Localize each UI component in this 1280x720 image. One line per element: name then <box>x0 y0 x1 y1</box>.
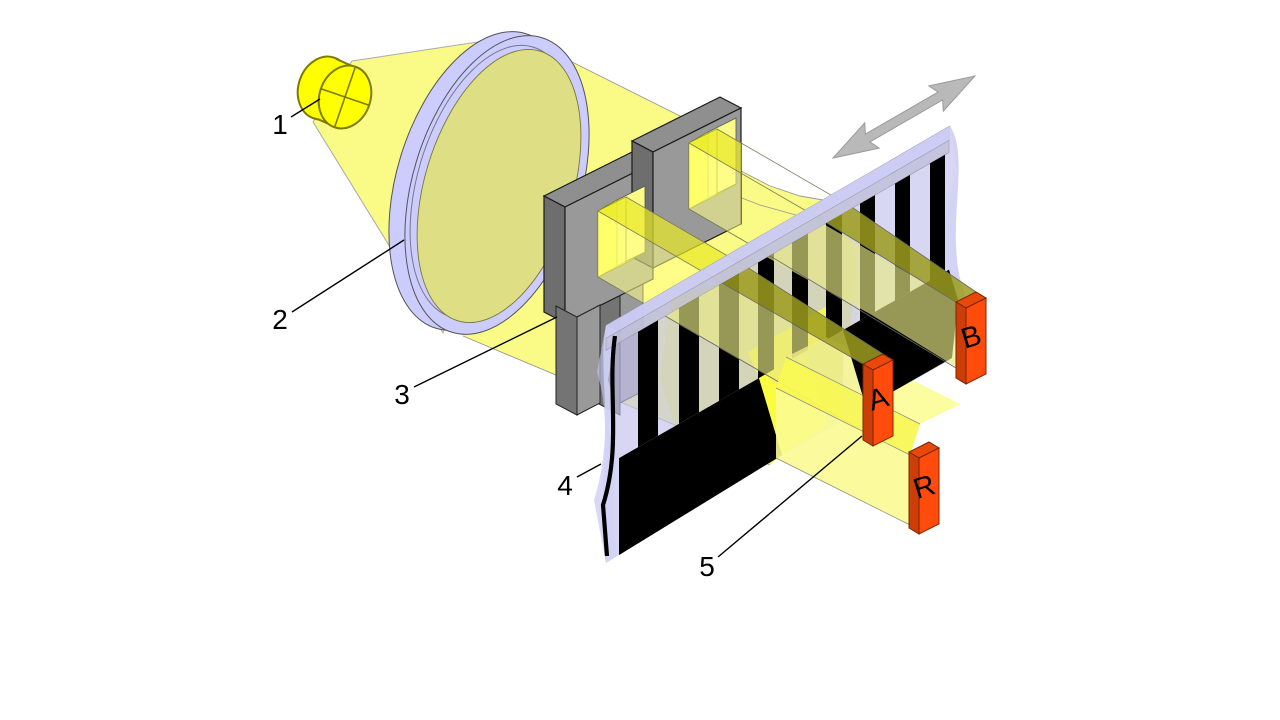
svg-text:4: 4 <box>557 470 573 501</box>
svg-text:2: 2 <box>272 304 288 335</box>
svg-text:1: 1 <box>272 109 288 140</box>
svg-text:3: 3 <box>394 379 410 410</box>
svg-text:5: 5 <box>699 551 715 582</box>
